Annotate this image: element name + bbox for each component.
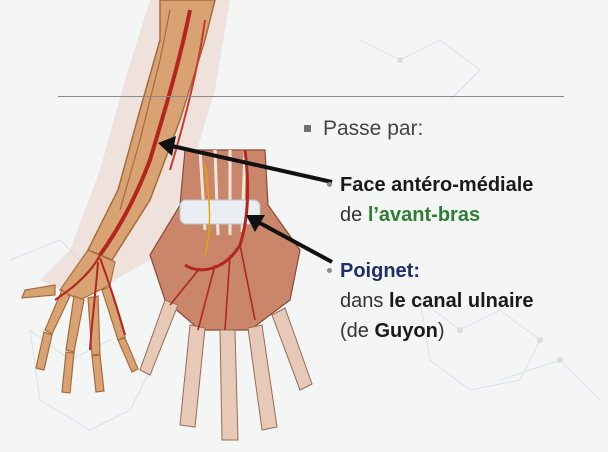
de-prefix: de — [340, 204, 368, 226]
canal-ulnaire-label: le canal ulnaire — [389, 290, 534, 312]
avant-bras-label: l’avant-bras — [368, 204, 480, 226]
sub-bullet-2: Poignet: dans le canal ulnaire (de Guyon… — [340, 256, 533, 346]
sub-bullet-1: Face antéro-médiale de l’avant-bras — [340, 170, 533, 230]
heading-bullet: Passe par: — [304, 117, 423, 141]
title-divider — [58, 96, 564, 97]
bullet-dot-icon — [327, 268, 332, 273]
bullet-square-icon — [304, 125, 311, 132]
close-paren: ) — [438, 320, 445, 342]
dans-prefix: dans — [340, 290, 389, 312]
face-label: Face antéro-médiale — [340, 174, 533, 196]
bullet-dot-icon — [327, 182, 332, 187]
heading-text: Passe par: — [323, 117, 423, 140]
poignet-label: Poignet: — [340, 260, 420, 282]
guyon-label: Guyon — [374, 320, 437, 342]
de-open-prefix: (de — [340, 320, 374, 342]
